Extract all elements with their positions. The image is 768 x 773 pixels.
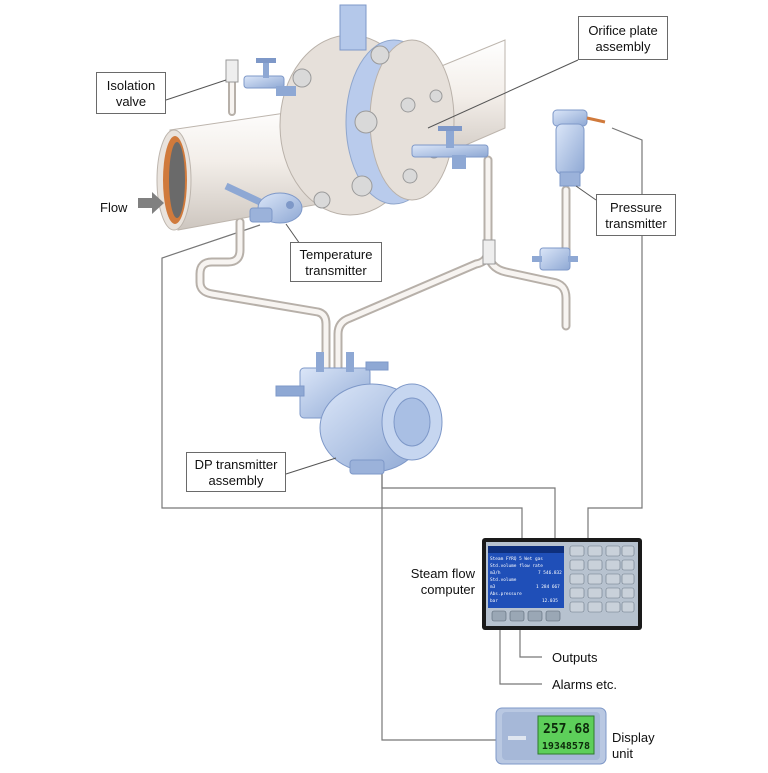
orifice-flange-assembly	[279, 4, 455, 216]
orifice-isolation-valves	[411, 126, 489, 169]
screen-line-5-unit: m3	[490, 584, 496, 590]
screen-line-3-value: 7 546.832	[538, 570, 562, 576]
steam-flow-computer-device: Steam FYRQ 5 Wet gas Std.volume flow rat…	[482, 538, 642, 630]
flow-arrow-icon	[138, 192, 164, 214]
display-unit-label: Display unit	[612, 730, 655, 761]
orifice-plate-tab	[339, 4, 367, 51]
temperature-transmitter-label: Temperature transmitter	[290, 242, 382, 282]
alarms-line	[499, 630, 542, 685]
outputs-label: Outputs	[552, 650, 598, 665]
steam-flow-computer-label: Steam flow computer	[410, 566, 475, 597]
temperature-transmitter-device	[224, 182, 303, 224]
screen-line-5-value: 1 284 667	[536, 584, 560, 590]
pressure-signal-line	[587, 127, 643, 540]
screen-line-1: Steam FYRQ 5 Wet gas	[490, 556, 543, 562]
flow-computer-screen	[488, 546, 564, 608]
temperature-signal-line	[161, 224, 523, 540]
flow-computer-keypad	[569, 545, 635, 613]
screen-line-7-unit: bar	[490, 598, 498, 604]
display-unit-device: 257.68 19348578	[495, 707, 607, 765]
screen-line-7-value: 12.035	[542, 598, 558, 604]
outputs-line	[519, 630, 542, 658]
alarms-label: Alarms etc.	[552, 677, 618, 692]
dp-transmitter-label: DP transmitter assembly	[186, 452, 286, 492]
dp-signal-line	[381, 460, 556, 540]
flow-label: Flow	[100, 200, 128, 215]
screen-line-4: Std.volume	[490, 577, 517, 583]
pressure-transmitter-label: Pressure transmitter	[596, 194, 676, 236]
flange-bolts	[292, 45, 443, 209]
display-bottom-readout: 19348578	[542, 741, 590, 752]
isolation-valve-label: Isolation valve	[96, 72, 166, 114]
display-signal-line	[381, 470, 496, 741]
screen-line-3-unit: m3/h	[490, 570, 501, 576]
pressure-transmitter-device	[482, 109, 606, 271]
dp-transmitter-device	[275, 352, 443, 475]
display-top-readout: 257.68	[543, 722, 590, 737]
orifice-plate-label: Orifice plate assembly	[578, 16, 668, 60]
isolation-valve	[225, 58, 296, 96]
screen-line-6: Abs.pressure	[490, 591, 522, 597]
leader-lines	[165, 59, 597, 475]
screen-line-2: Std.volume flow rate	[490, 563, 543, 569]
